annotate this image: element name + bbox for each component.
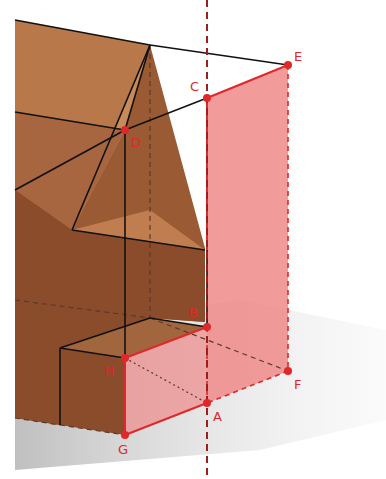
diagonal (125, 358, 207, 403)
point-label: F (294, 378, 301, 391)
section-plane (207, 65, 288, 403)
solid-face (15, 20, 150, 130)
box-front (60, 348, 125, 435)
section-plane (125, 327, 207, 435)
point-label: A (213, 410, 222, 423)
point-label: D (131, 136, 141, 149)
point-label: E (294, 50, 302, 63)
point-label: H (105, 364, 115, 377)
plane-hidden-edges (207, 65, 288, 403)
hidden-edges (15, 45, 288, 435)
point-dots (121, 61, 292, 439)
axis-line (206, 0, 208, 479)
point-label: B (189, 306, 198, 319)
point-label: C (190, 80, 199, 93)
point-label: G (118, 443, 128, 456)
solid-edges (15, 20, 288, 425)
